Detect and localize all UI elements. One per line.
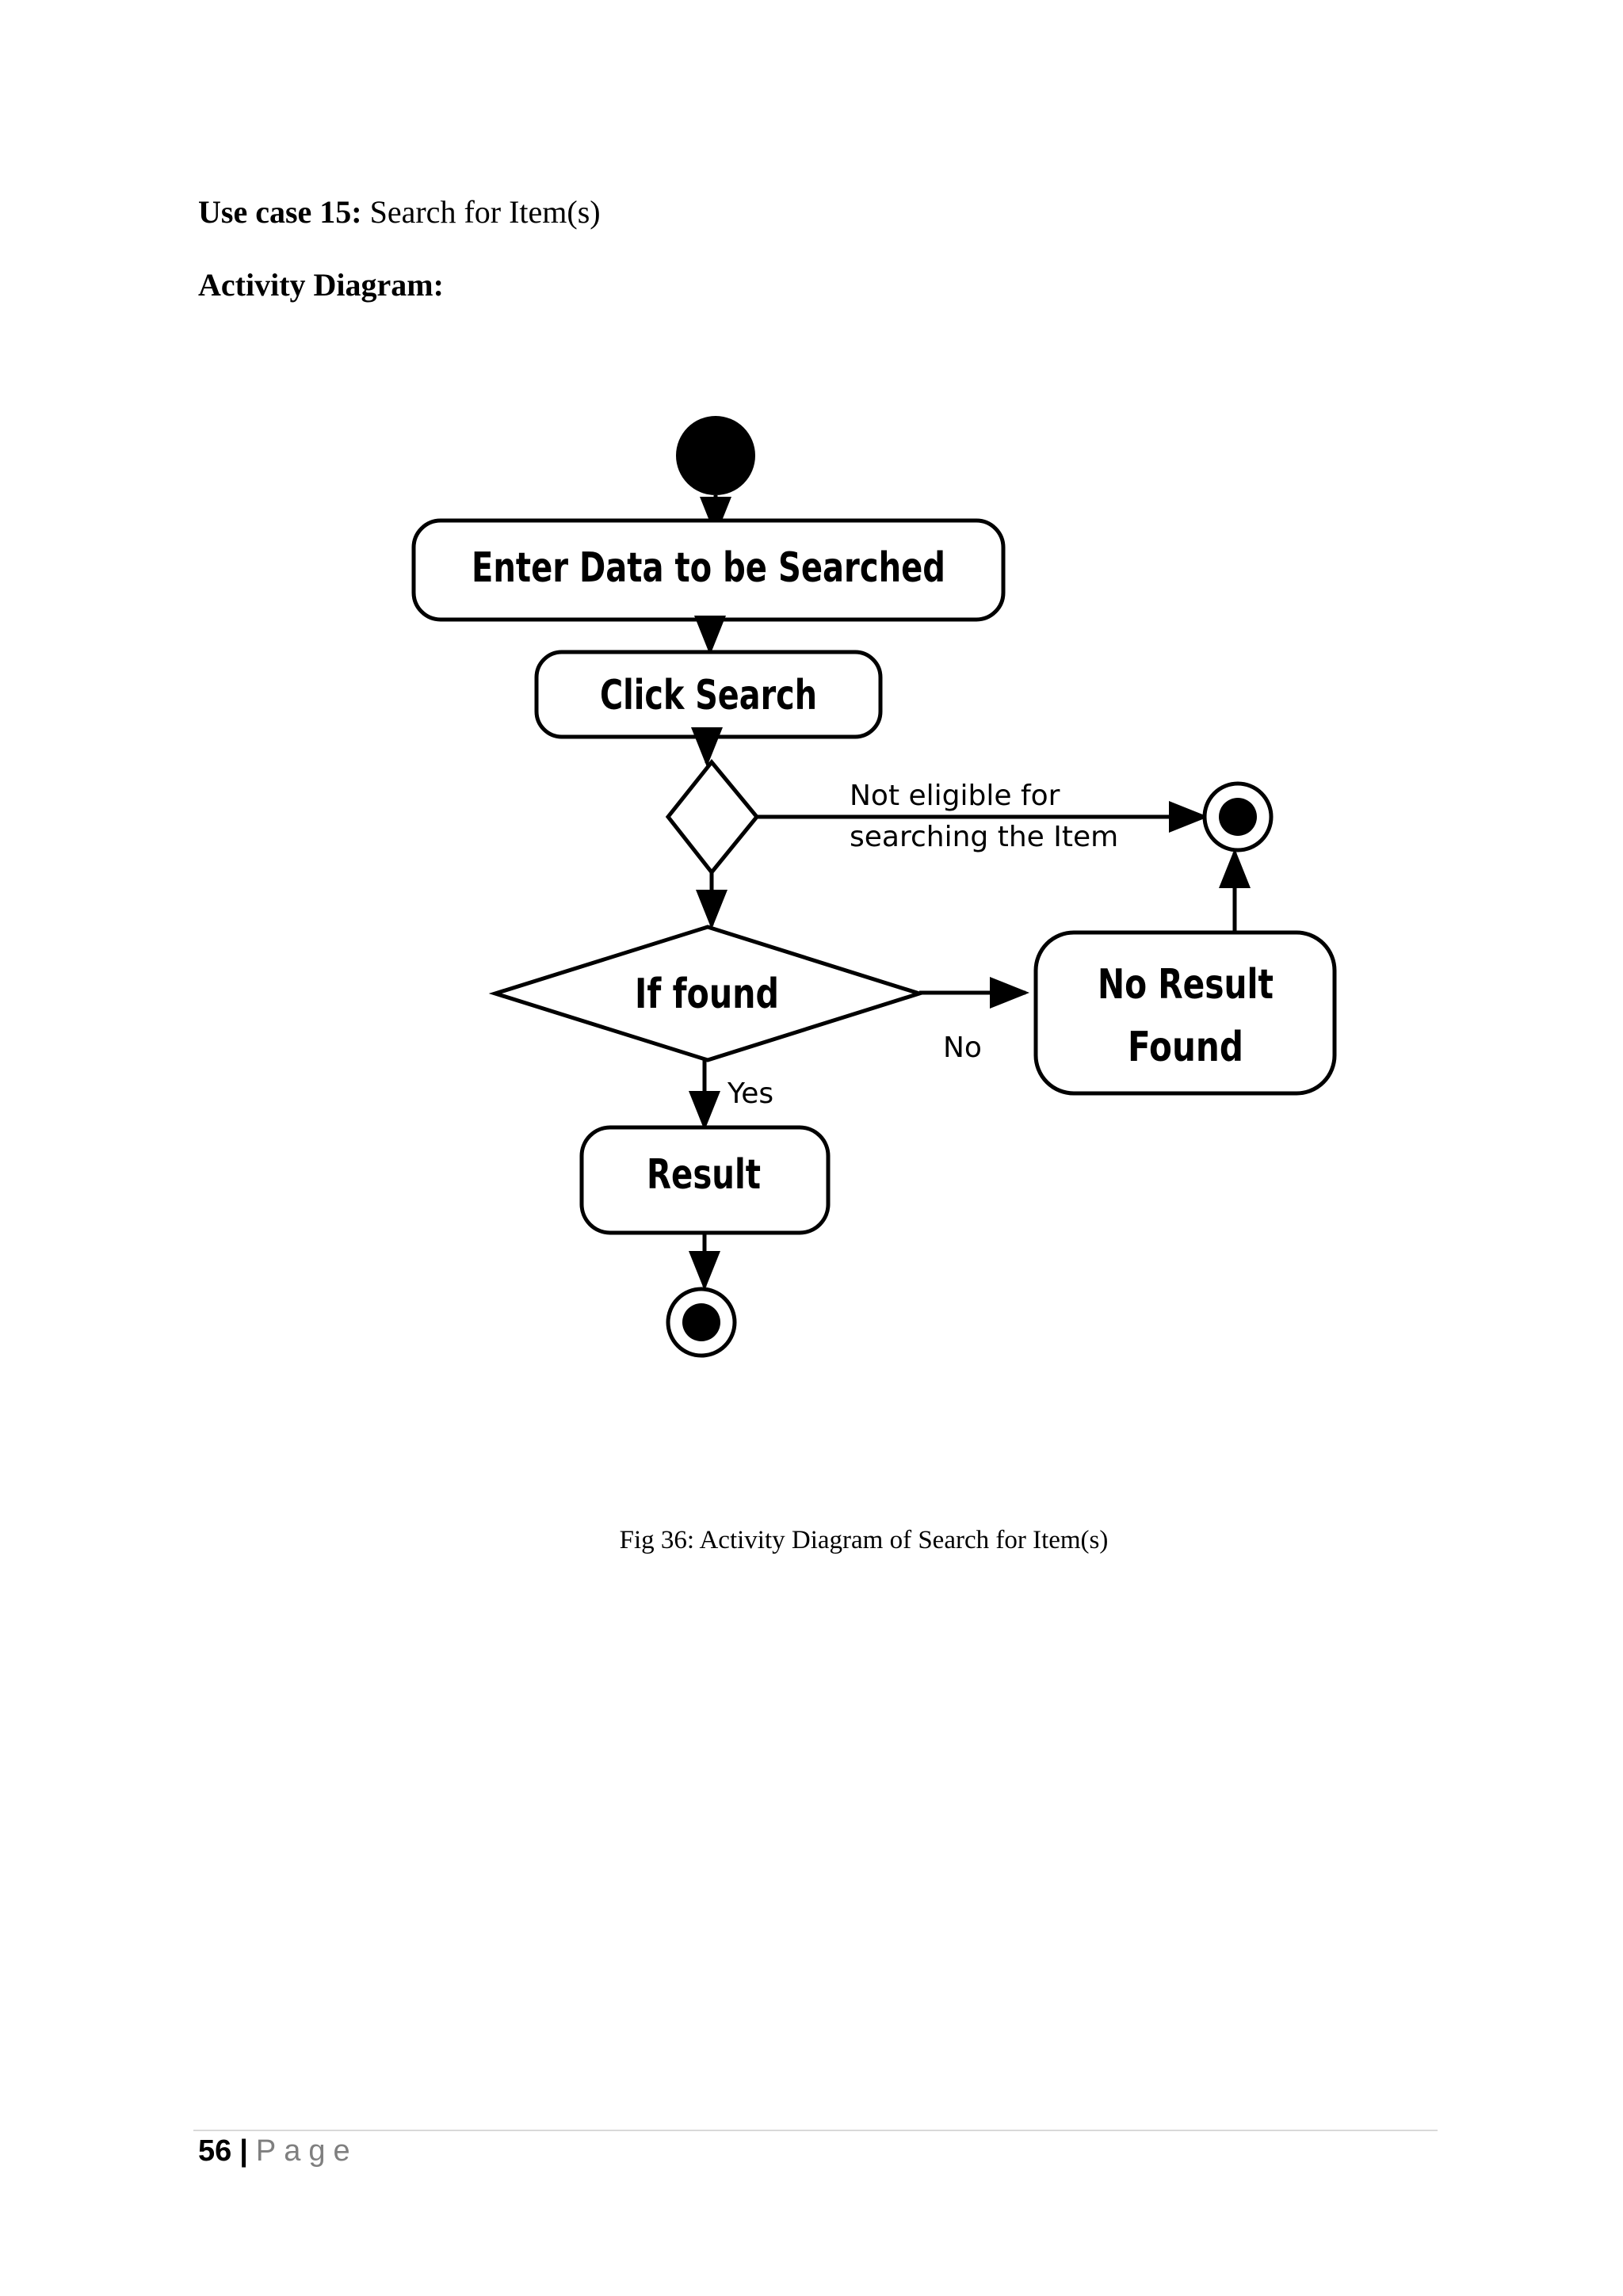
page-word: Page	[255, 2134, 358, 2168]
action-no-result-found: No Result Found	[1033, 930, 1337, 1096]
footer-divider	[193, 2130, 1438, 2131]
label-not-eligible-line1: Not eligible for	[850, 780, 1060, 812]
final-node-result	[666, 1287, 737, 1358]
use-case-title: Search for Item(s)	[369, 194, 601, 230]
label-yes: Yes	[727, 1077, 773, 1110]
use-case-heading: Use case 15: Search for Item(s)	[198, 193, 601, 231]
action-result: Result	[579, 1125, 831, 1235]
page-number: 56	[198, 2134, 232, 2168]
action-enter-data-label: Enter Data to be Searched	[472, 544, 945, 592]
page-separator: |	[239, 2134, 248, 2168]
decision-if-found-label: If found	[635, 971, 779, 1018]
decision-eligible	[665, 759, 760, 876]
action-enter-data: Enter Data to be Searched	[411, 518, 1006, 622]
action-click-search-label: Click Search	[600, 672, 817, 719]
action-click-search: Click Search	[534, 650, 883, 739]
figure-caption: Fig 36: Activity Diagram of Search for I…	[619, 1526, 1109, 1554]
page-footer: 56|Page	[198, 2134, 358, 2168]
decision-if-found: If found	[488, 925, 926, 1062]
label-no: No	[943, 1032, 982, 1064]
initial-node	[676, 416, 755, 495]
use-case-label: Use case 15:	[198, 194, 362, 230]
label-not-eligible-line2: searching the Item	[850, 821, 1118, 853]
final-node-not-eligible	[1202, 781, 1274, 852]
section-heading: Activity Diagram:	[198, 267, 444, 303]
action-no-result-line2: Found	[1128, 1024, 1243, 1071]
action-no-result-line1: No Result	[1098, 961, 1274, 1009]
action-result-label: Result	[647, 1151, 761, 1199]
